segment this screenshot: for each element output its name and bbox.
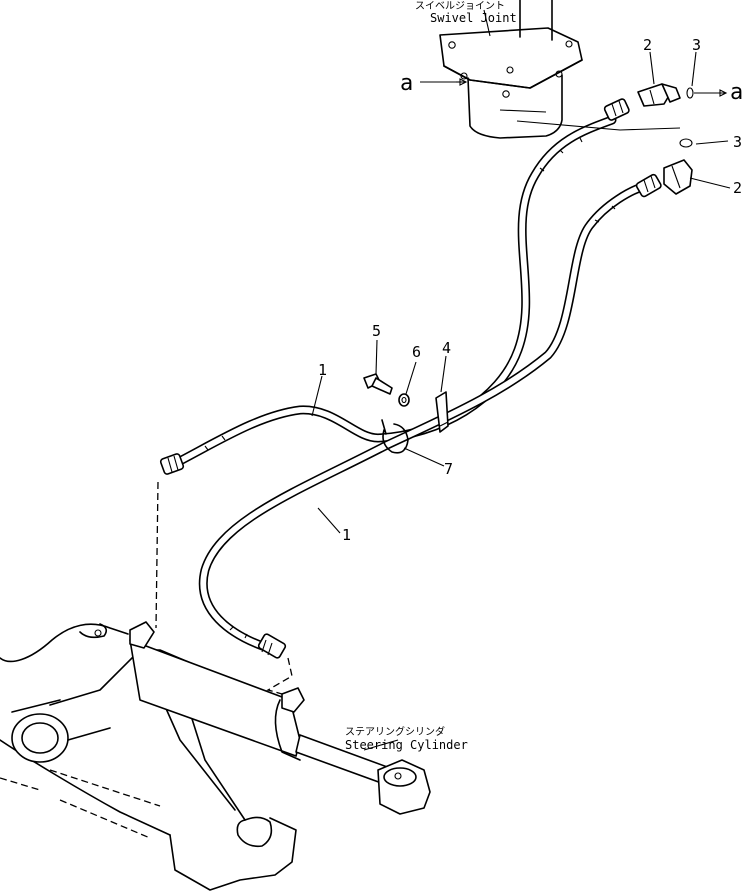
- swivel-joint-label-jp: スイベルジョイント: [415, 0, 505, 12]
- hose-fitting-top: [603, 98, 630, 121]
- swivel-joint-label-en: Swivel Joint: [430, 11, 517, 25]
- callout-4: 4: [442, 339, 451, 357]
- callout-3-lower: 3: [733, 133, 742, 151]
- o-ring-upper: [686, 87, 694, 99]
- bolt: [363, 373, 393, 395]
- axle-housing: [0, 623, 297, 891]
- hose-fitting-bottom: [257, 633, 287, 659]
- elbow-fitting-lower: [663, 159, 693, 195]
- callout-2-upper: 2: [643, 36, 652, 54]
- clamp-band: [381, 419, 409, 454]
- hose-1-lower: [198, 180, 653, 653]
- callout-7: 7: [444, 460, 453, 478]
- callout-1-upper: 1: [318, 361, 327, 379]
- callout-1-lower: 1: [342, 526, 351, 544]
- callout-a-right: a: [730, 80, 743, 105]
- callout-6: 6: [412, 343, 421, 361]
- leader-lines: [311, 9, 731, 751]
- hose-fitting-right: [635, 173, 662, 198]
- hose-fitting-left: [159, 453, 185, 475]
- callout-3-upper: 3: [692, 36, 701, 54]
- steering-cylinder-label-jp: ステアリングシリンダ: [345, 725, 445, 738]
- o-ring-lower: [679, 138, 693, 148]
- callout-2-lower: 2: [733, 179, 742, 197]
- washer: [398, 393, 410, 407]
- callout-a-left: a: [400, 71, 413, 96]
- callout-5: 5: [372, 322, 381, 340]
- clamp-bracket: [435, 391, 449, 433]
- connection-lines: [155, 81, 681, 695]
- elbow-fitting-upper: [637, 83, 681, 107]
- steering-cylinder: [129, 621, 431, 815]
- hose-1-upper: [173, 115, 617, 467]
- steering-cylinder-label-en: Steering Cylinder: [345, 738, 468, 752]
